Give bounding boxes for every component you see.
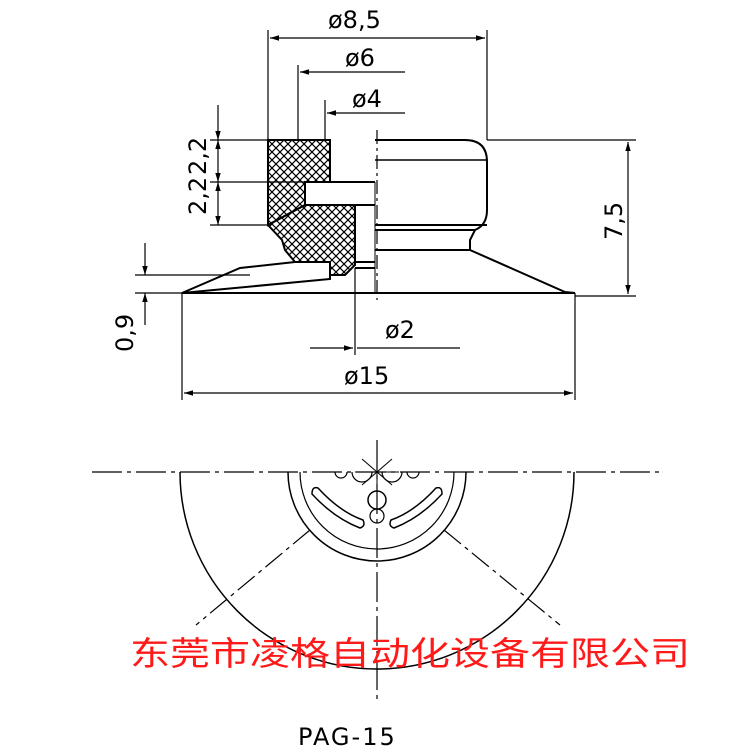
outer-profile-right: [375, 139, 576, 294]
dimension-labels: ø8,5 ø6 ø4 2,2 2,2 7,5 0,9 ø2 ø15: [111, 6, 628, 390]
dim-h09: 0,9: [111, 314, 139, 352]
dim-d6: ø6: [345, 44, 375, 72]
dim-h2b: 2,2: [184, 177, 212, 215]
dim-h2a: 2,2: [184, 137, 212, 175]
company-name: 东莞市凌格自动化设备有限公司: [130, 634, 690, 673]
top-view: [92, 440, 660, 700]
dim-d85: ø8,5: [328, 6, 381, 34]
dim-d4: ø4: [352, 85, 382, 113]
dimension-lines: [135, 30, 636, 400]
dim-d2: ø2: [385, 316, 415, 344]
skirt-left: [181, 261, 331, 294]
dim-h75: 7,5: [600, 202, 628, 240]
model-label: PAG-15: [298, 723, 397, 750]
dim-d15: ø15: [344, 362, 389, 390]
suction-slots: [311, 452, 443, 529]
